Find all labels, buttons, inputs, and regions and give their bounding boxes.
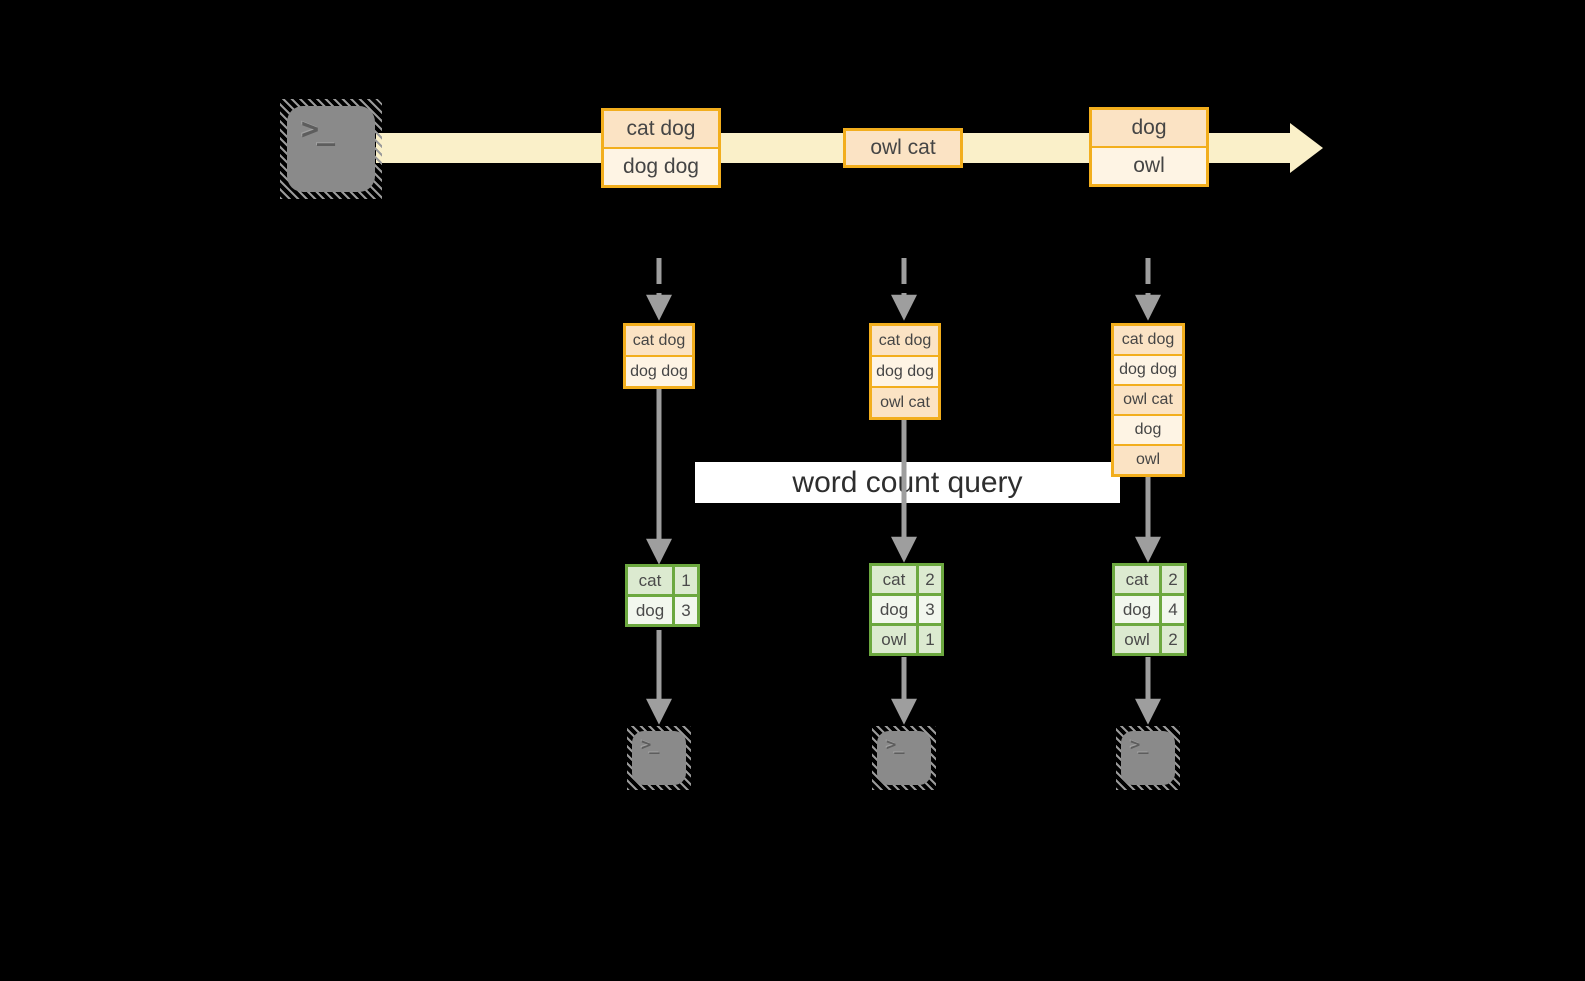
buffer-cell: dog dog — [626, 357, 692, 386]
buffer-stack-1: cat dog dog dog — [623, 323, 695, 389]
count-value: 2 — [1162, 566, 1184, 593]
stream-message: dog dog — [604, 149, 718, 185]
count-value: 1 — [919, 626, 941, 653]
sink-terminal-icon-1: >_ — [627, 726, 691, 790]
buffer-cell: owl cat — [872, 388, 938, 417]
buffer-cell: dog dog — [872, 357, 938, 386]
stream-message: dog — [1092, 110, 1206, 146]
count-value: 3 — [675, 597, 697, 624]
event-stream-arrowhead-icon — [1290, 123, 1323, 173]
count-table-1: cat 1 dog 3 — [625, 564, 700, 627]
query-label-band: word count query — [695, 462, 1120, 503]
count-value: 4 — [1162, 596, 1184, 623]
query-label: word count query — [792, 465, 1023, 499]
prompt-icon: >_ — [886, 735, 905, 755]
count-word: owl — [1115, 626, 1159, 653]
stream-batch-2: owl cat — [843, 128, 963, 168]
terminal-screen: >_ — [632, 731, 686, 785]
count-value: 1 — [675, 567, 697, 594]
prompt-icon: >_ — [1130, 735, 1149, 755]
buffer-stack-2: cat dog dog dog owl cat — [869, 323, 941, 420]
prompt-icon: >_ — [641, 735, 660, 755]
stream-message: owl — [1092, 148, 1206, 184]
prompt-icon: >_ — [301, 112, 335, 147]
count-word: dog — [628, 597, 672, 624]
buffer-cell: dog — [1114, 416, 1182, 444]
count-table-3: cat 2 dog 4 owl 2 — [1112, 563, 1187, 656]
source-terminal-icon: >_ — [280, 99, 382, 199]
stream-message: owl cat — [846, 131, 960, 165]
count-value: 2 — [919, 566, 941, 593]
buffer-cell: owl — [1114, 446, 1182, 474]
terminal-screen: >_ — [1121, 731, 1175, 785]
count-word: cat — [628, 567, 672, 594]
count-value: 3 — [919, 596, 941, 623]
buffer-cell: cat dog — [872, 326, 938, 355]
terminal-screen: >_ — [287, 106, 375, 192]
terminal-screen: >_ — [877, 731, 931, 785]
count-word: cat — [872, 566, 916, 593]
buffer-cell: cat dog — [1114, 326, 1182, 354]
count-word: owl — [872, 626, 916, 653]
buffer-cell: cat dog — [626, 326, 692, 355]
sink-terminal-icon-3: >_ — [1116, 726, 1180, 790]
count-table-2: cat 2 dog 3 owl 1 — [869, 563, 944, 656]
buffer-cell: dog dog — [1114, 356, 1182, 384]
sink-terminal-icon-2: >_ — [872, 726, 936, 790]
count-word: dog — [872, 596, 916, 623]
count-word: dog — [1115, 596, 1159, 623]
buffer-cell: owl cat — [1114, 386, 1182, 414]
buffer-stack-3: cat dog dog dog owl cat dog owl — [1111, 323, 1185, 477]
count-value: 2 — [1162, 626, 1184, 653]
count-word: cat — [1115, 566, 1159, 593]
stream-batch-3: dog owl — [1089, 107, 1209, 187]
stream-message: cat dog — [604, 111, 718, 147]
stream-batch-1: cat dog dog dog — [601, 108, 721, 188]
